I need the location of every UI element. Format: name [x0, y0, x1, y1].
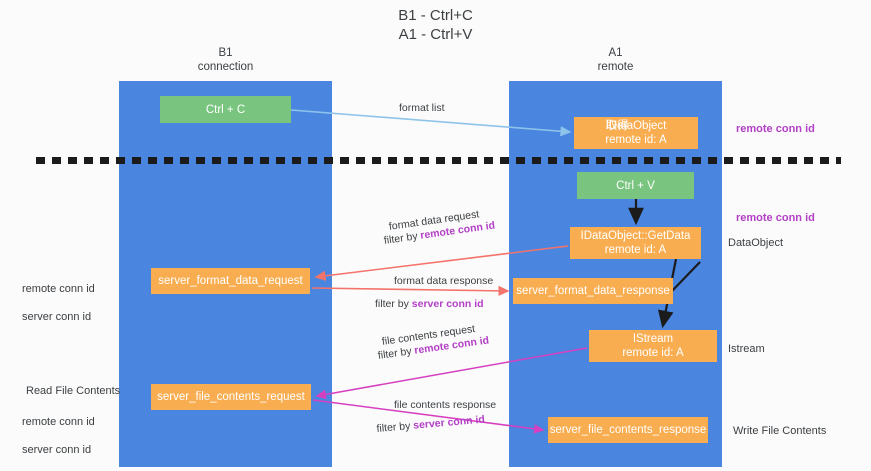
label-filter-server-conn-id-1: filter by server conn id [375, 297, 484, 311]
note-server-conn-id-2: server conn id [22, 444, 92, 456]
dashed-divider [36, 157, 841, 164]
box-server-file-contents-request[interactable]: server_file_contents_request [151, 384, 311, 410]
filter-by-text-2: filter by [375, 298, 412, 310]
server-conn-id-text-2: server conn id [412, 413, 486, 432]
note-istream: Istream [728, 343, 765, 355]
box-ctrl-c[interactable]: Ctrl + C [160, 96, 291, 123]
note-remote-conn-id-mid: remote conn id [736, 212, 815, 224]
box-get-idataobject-text: IDataObject [605, 120, 667, 132]
filter-by-text-4: filter by [376, 419, 414, 435]
note-remote-conn-id-top: remote conn id [736, 123, 815, 135]
box-get-idataobject-line2: remote id: A [605, 134, 667, 146]
label-file-contents-response: file contents response [394, 399, 497, 411]
box-server-format-data-request[interactable]: server_format_data_request [151, 268, 310, 294]
note-conn-ids-file: remote conn id server conn id [22, 401, 95, 471]
note-server-conn-id-1: server conn id [22, 311, 92, 323]
box-server-file-contents-response[interactable]: server_file_contents_response [548, 417, 708, 443]
filter-by-text-3: filter by [377, 344, 416, 362]
note-dataobject: DataObject [728, 237, 784, 249]
column-heading-a1: A1 remote [597, 47, 634, 73]
box-get-idataobject-overlay: 取得 [605, 120, 629, 132]
box-idataobject-getdata[interactable]: IDataObject::GetData remote id: A [570, 227, 701, 259]
note-conn-ids-format: remote conn id server conn id [22, 268, 95, 338]
filter-by-text-1: filter by [383, 229, 422, 247]
diagram-title: B1 - Ctrl+C A1 - Ctrl+V [398, 7, 473, 43]
box-istream[interactable]: IStream remote id: A [589, 330, 717, 362]
label-format-list: format list [399, 102, 445, 114]
box-server-format-data-response[interactable]: server_format_data_response [513, 278, 673, 304]
label-filter-server-conn-id-2: filter by server conn id [376, 413, 485, 436]
box-ctrl-v[interactable]: Ctrl + V [577, 172, 694, 199]
label-format-data-response: format data response [394, 275, 494, 287]
note-write-file-contents: Write File Contents [733, 425, 827, 437]
note-remote-conn-id-2: remote conn id [22, 416, 95, 428]
server-conn-id-text-1: server conn id [411, 298, 484, 310]
note-remote-conn-id-1: remote conn id [22, 283, 95, 295]
note-read-file-contents: Read File Contents [26, 385, 121, 397]
column-heading-b1: B1 connection [197, 47, 254, 73]
